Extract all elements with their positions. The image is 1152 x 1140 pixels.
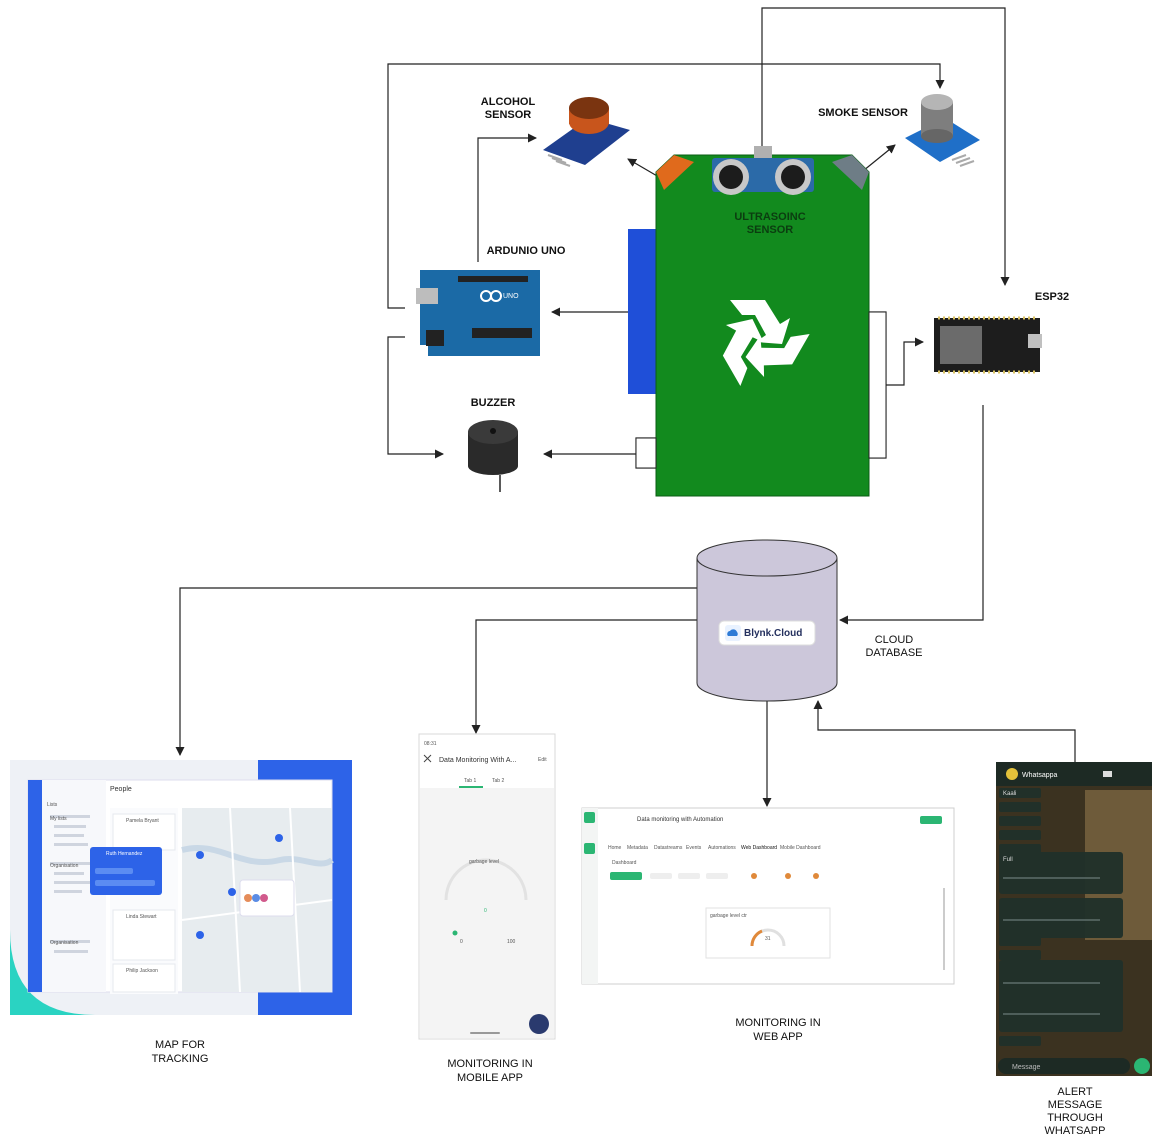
alcohol-sensor: [543, 97, 630, 167]
whatsapp-contact: Whatsappa: [1022, 772, 1058, 779]
bin-right-bracket: [868, 311, 887, 459]
mobile-app-gauge-value: 0: [484, 908, 487, 914]
arrow-arduino-to-buzzer: [387, 336, 444, 459]
label-buzzer: BUZZER: [470, 397, 516, 409]
web-app-tab-0: Home: [608, 845, 622, 851]
cloud-database: [696, 539, 838, 702]
web-app-tab-5: Web Dashboard: [741, 845, 777, 851]
label-alcohol-sensor: ALCOHOL SENSOR: [480, 96, 536, 121]
map-app-popup-name: Ruth Hernandez: [106, 851, 143, 857]
arrow-arduino-to-smoke: [387, 63, 945, 309]
mobile-app-title: Data Monitoring With A...: [439, 757, 516, 764]
web-app-title: Data monitoring with Automation: [637, 817, 723, 823]
bin-gray-tab: [832, 155, 869, 190]
mobile-app-tab-2: Tab 2: [492, 778, 504, 784]
web-app-tab-6: Mobile Dashboard: [780, 845, 821, 851]
map-tracking-screenshot: People Lists My lists Organisation Organ…: [10, 760, 352, 1015]
buzzer: [468, 420, 518, 492]
map-app-card-1: Pamela Bryant: [126, 818, 159, 824]
web-app-screenshot: Data monitoring with Automation Home Met…: [581, 807, 955, 985]
web-app-tab-3: Events: [686, 845, 702, 851]
whatsapp-sender: Kaali: [1003, 791, 1016, 797]
cloud-icon: [725, 625, 741, 641]
caption-alert-whatsapp: ALERT MESSAGE THROUGH WHATSAPP: [1044, 1086, 1106, 1137]
map-app-card-3: Philip Jackson: [126, 968, 158, 974]
recycle-icon: [722, 300, 810, 386]
web-app-tabs: Home Metadata Datastreams Events Automat…: [608, 845, 821, 851]
map-app-sidebar-title: Lists: [47, 802, 58, 808]
map-app-title: People: [110, 786, 132, 793]
web-app-tab-4: Automations: [708, 845, 736, 851]
mobile-app-gauge-label: garbage level: [469, 859, 499, 865]
esp32-board: [934, 316, 1042, 374]
map-app-group-organisation-2: Organisation: [50, 940, 79, 946]
mobile-app-time: 08:31: [424, 741, 437, 747]
arduino-uno-board: UNO: [416, 270, 540, 356]
mobile-app-gauge-max: 100: [507, 939, 516, 945]
caption-monitoring-web: MONITORING IN WEB APP: [735, 1017, 821, 1043]
caption-monitoring-mobile: MONITORING IN MOBILE APP: [447, 1058, 533, 1084]
web-app-section: Dashboard: [612, 860, 637, 866]
mobile-app-gauge-min: 0: [460, 939, 463, 945]
label-smoke-sensor: SMOKE SENSOR: [818, 107, 908, 119]
whatsapp-input: Message: [1012, 1064, 1041, 1071]
arduino-board-text: UNO: [503, 293, 519, 300]
arrow-arduino-to-alcohol: [477, 133, 537, 262]
bin-orange-tab: [656, 155, 694, 190]
mobile-app-edit: Edit: [538, 757, 547, 763]
web-app-gauge-label: garbage level ctr: [710, 913, 747, 919]
label-ultrasonic-sensor: ULTRASOINC SENSOR: [734, 211, 806, 236]
smoke-sensor: [905, 94, 980, 167]
label-esp32: ESP32: [1034, 291, 1070, 303]
whatsapp-full-text: Full: [1003, 857, 1013, 863]
whatsapp-screenshot: Whatsappa Kaali Full Message: [996, 762, 1152, 1076]
map-app-group-organisation: Organisation: [50, 863, 79, 869]
arrow-cloud-to-mobile: [471, 619, 698, 734]
arrow-esp32-to-cloud: [839, 405, 984, 625]
label-cloud-database: CLOUD DATABASE: [865, 634, 923, 659]
mobile-app-tab-1: Tab 1: [464, 778, 476, 784]
smart-bin: [628, 154, 887, 497]
arrow-cloud-to-map: [175, 587, 698, 756]
web-app-gauge-value: 31: [765, 936, 771, 942]
web-app-tab-2: Datastreams: [654, 845, 683, 851]
caption-map-for-tracking: MAP FOR TRACKING: [151, 1039, 209, 1065]
mobile-app-screenshot: 08:31 Data Monitoring With A... Edit Tab…: [418, 733, 556, 1040]
label-blynk-cloud: Blynk.Cloud: [744, 628, 803, 639]
bin-side-panel: [628, 229, 658, 394]
bin-left-bracket: [635, 437, 657, 469]
web-app-tab-1: Metadata: [627, 845, 648, 851]
label-arduino-uno: ARDUNIO UNO: [486, 245, 566, 257]
ultrasonic-sensor: [712, 146, 814, 195]
map-app-group-my-lists: My lists: [50, 816, 67, 822]
arrow-whatsapp-to-cloud: [813, 700, 1076, 762]
map-app-card-2: Linda Stewart: [126, 914, 157, 920]
arrow-bin-to-esp32: [761, 7, 1010, 286]
